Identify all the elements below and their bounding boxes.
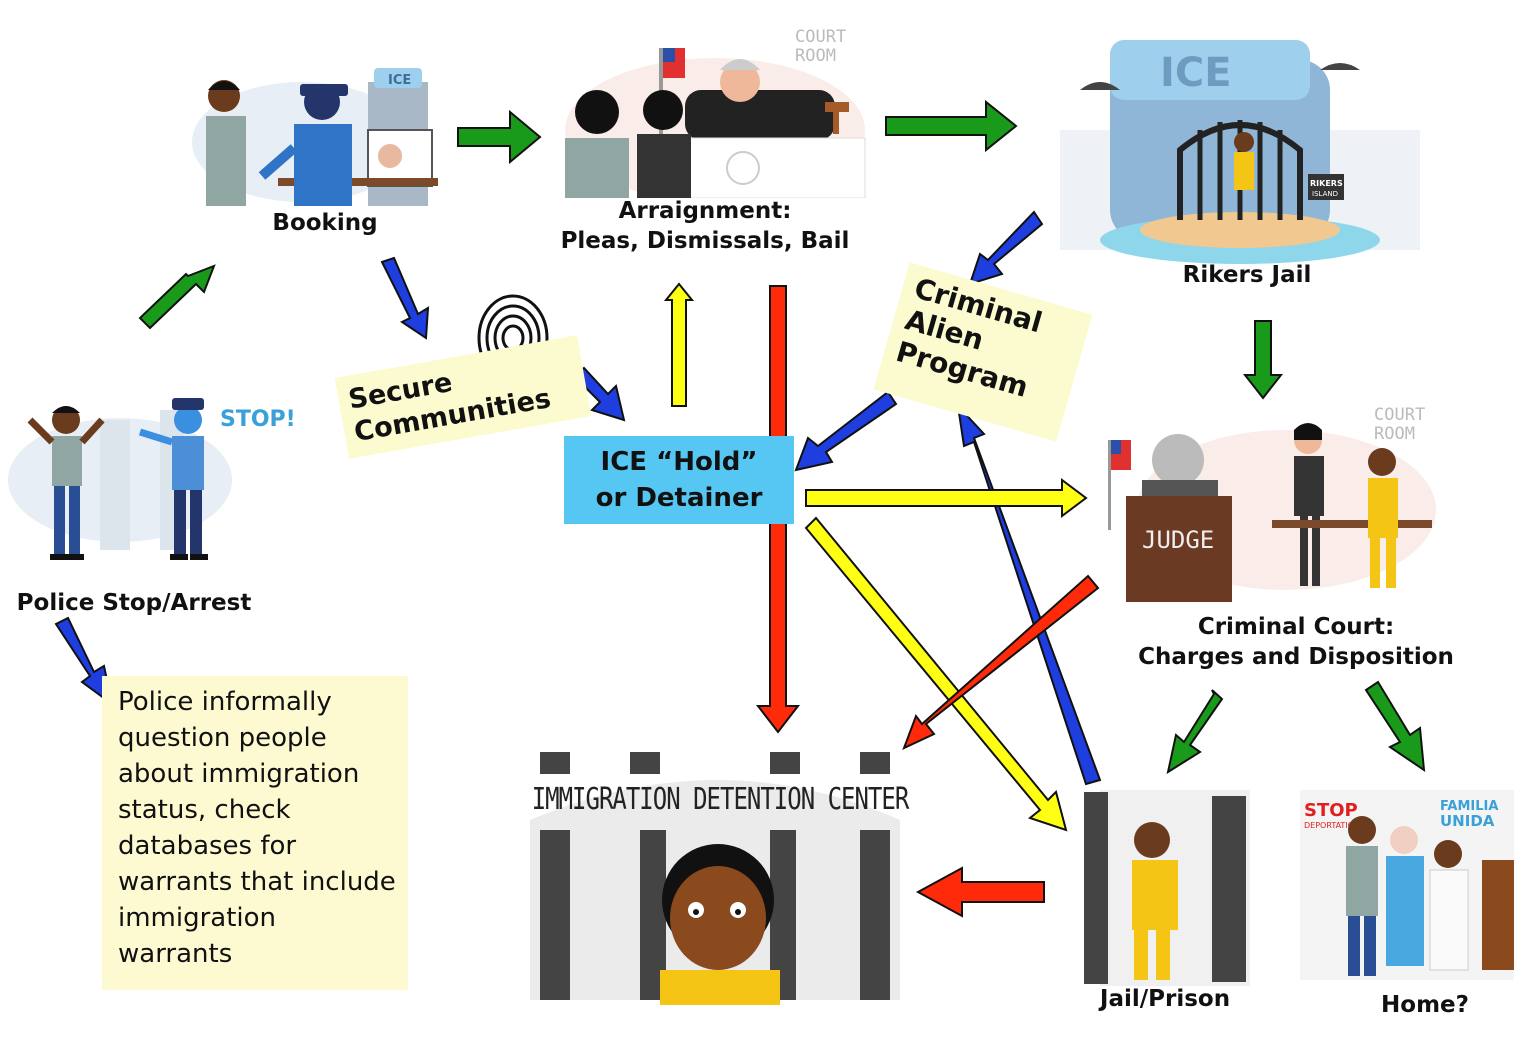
arrow-hold-to-arraignment [663,282,695,407]
arrow-court-to-jail [1166,689,1224,775]
criminal-court-illustration: JUDGE COURT ROOM [1108,405,1436,602]
booking-illustration: ICE [192,68,438,206]
detention-center-illustration [530,752,900,1005]
arraignment-line-2: Pleas, Dismissals, Bail [560,228,850,254]
criminal-court-label: Criminal Court: Charges and Disposition [1126,612,1466,672]
stop-deportations-line-1: STOP [1304,800,1358,821]
secure-communities-box: Secure Communities [334,335,592,459]
court-sign-2-line-2: ROOM [1374,424,1415,444]
arrow-criminal-alien-to-hold [794,390,898,472]
stop-sign-text: STOP! [220,407,296,432]
arrow-hold-to-court [805,478,1088,518]
familia-unida-line-1: FAMILIA [1440,799,1498,814]
ice-hold-line-1: ICE “Hold” [600,447,758,477]
arrow-booking-to-arraignment [457,109,542,165]
rikers-sign-line-2: ISLAND [1312,190,1338,198]
rikers-jail-label: Rikers Jail [1182,262,1312,288]
familia-unida-line-2: UNIDA [1440,812,1495,830]
arrow-jail-to-criminal-alien [956,402,1102,786]
jail-prison-label: Jail/Prison [1099,986,1231,1012]
booking-ice-text: ICE [388,73,411,88]
court-sign-1: COURT ROOM [795,27,846,66]
booking-label: Booking [272,210,378,236]
jail-prison-illustration [1084,790,1250,986]
arrow-jail-to-detention [915,866,1045,918]
police-stop-label: Police Stop/Arrest [16,590,252,616]
home-illustration: STOP DEPORTATIONS FAMILIA UNIDA [1300,790,1514,980]
arraignment-line-1: Arraignment: [618,198,792,224]
police-stop-illustration: STOP! [8,398,296,560]
ice-hold-line-2: or Detainer [595,483,763,513]
arrow-rikers-to-court [1242,320,1284,400]
arrow-rikers-to-criminal-alien [968,210,1044,286]
criminal-court-line-1: Criminal Court: [1197,614,1395,640]
criminal-court-line-2: Charges and Disposition [1138,644,1454,670]
ice-hold-box: ICE “Hold” or Detainer [564,436,794,524]
arrow-court-to-home [1364,680,1426,773]
detention-center-title: IMMIGRATION DETENTION CENTER [531,781,910,817]
arrow-court-to-detention [902,574,1100,750]
arraignment-label: Arraignment: Pleas, Dismissals, Bail [540,196,870,256]
judge-sign-text: JUDGE [1142,526,1214,554]
arrow-arraignment-to-rikers [885,99,1018,153]
rikers-jail-illustration: ICE RIKERS ISLAND [1060,40,1420,264]
arrow-police-to-booking [138,264,216,330]
police-questioning-note: Police informally question people about … [102,676,408,990]
court-sign-1-line-2: ROOM [795,46,836,66]
arrow-booking-to-secure-communities [380,256,430,340]
stop-deportations-line-2: DEPORTATIONS [1304,821,1365,830]
rikers-ice-text: ICE [1160,50,1232,96]
rikers-sign-line-1: RIKERS [1310,179,1343,188]
arraignment-illustration: COURT ROOM [565,27,866,198]
criminal-alien-program-box: Criminal Alien Program [873,262,1093,442]
court-sign-2-line-1: COURT [1374,405,1425,425]
home-label: Home? [1381,992,1469,1018]
court-sign-1-line-1: COURT [795,27,846,47]
